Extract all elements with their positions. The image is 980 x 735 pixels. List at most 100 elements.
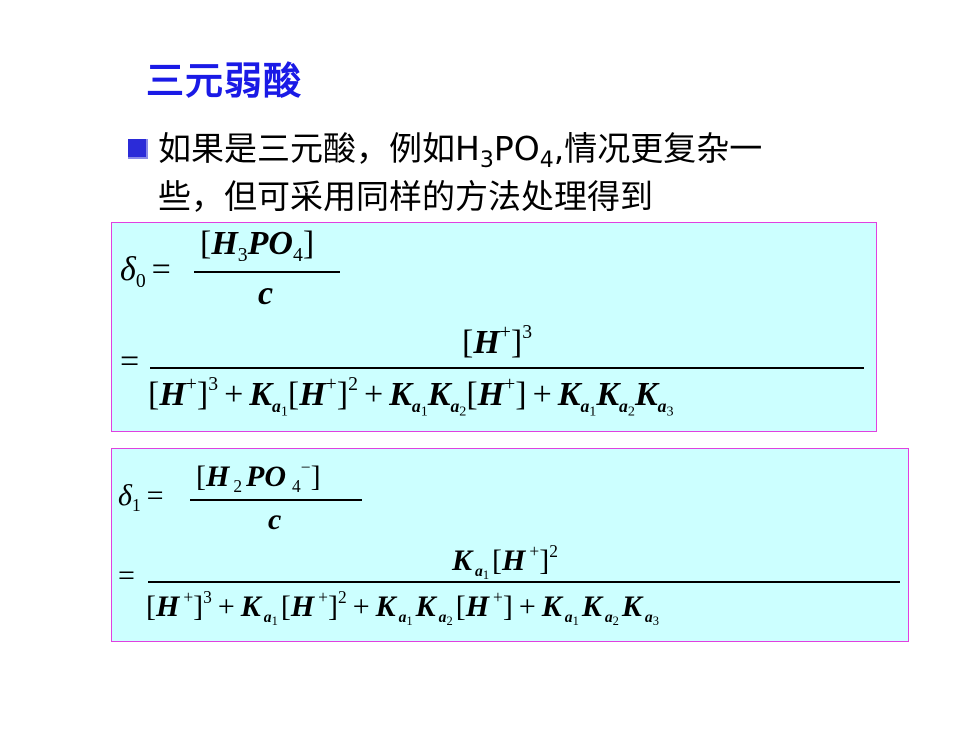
eq2-d-t1-exp: 3 xyxy=(203,587,212,607)
eq1-d-t2-a-sub: 1 xyxy=(280,403,288,420)
eq2-d-t4-a2-sub: 2 xyxy=(612,614,619,629)
eq2-f2n-open: [ xyxy=(492,544,503,578)
eq2-f2n-plus: + xyxy=(529,541,540,561)
eq1-denominator: c xyxy=(258,275,273,313)
eq1-d-t3-plus: + xyxy=(504,373,516,395)
eq2-d-t2-H: H xyxy=(290,590,315,624)
eq1-f2n-exp: 3 xyxy=(522,321,533,343)
eq2-den-c: c xyxy=(268,503,282,536)
eq2-d-t4-a3: a xyxy=(644,609,653,627)
eq2-num-minus: − xyxy=(300,457,311,477)
eq1-d-op3: + xyxy=(532,375,552,413)
body-text-pre: 如果是三元酸，例如H xyxy=(158,129,480,168)
bullet-square-icon xyxy=(128,139,148,159)
eq1-num-PO: PO xyxy=(247,225,293,262)
body-text-line-2: 些，但可采用同样的方法处理得到 xyxy=(158,177,653,216)
eq2-d-t2-plus: + xyxy=(318,587,328,607)
eq2-delta: δ xyxy=(118,479,132,512)
eq1-numerator: [H3PO4] xyxy=(200,225,314,267)
eq1-d-t2-a: a xyxy=(271,395,281,416)
eq2-d-op2: + xyxy=(352,590,370,624)
eq1-d-t2-H: H xyxy=(299,375,326,413)
eq2-equals: = xyxy=(146,479,164,512)
eq1-d-t4-a3-sub: 3 xyxy=(666,403,674,420)
slide-title: 三元弱酸 xyxy=(146,59,303,103)
eq2-d-t2-close: ] xyxy=(327,590,338,624)
eq1-d-t1-open: [ xyxy=(148,375,160,413)
eq2-d-t1-open: [ xyxy=(146,590,156,624)
eq1-d-t1-close: ] xyxy=(196,375,209,413)
eq2-denominator: c xyxy=(268,503,281,537)
eq2-d-t2-a-sub: 1 xyxy=(271,614,278,629)
body-text-line-1: 如果是三元酸，例如H3PO4,情况更复杂一 xyxy=(158,122,762,173)
eq1-d-t3-close: ] xyxy=(515,375,527,413)
eq2-d-t3-a1-sub: 1 xyxy=(406,614,413,629)
eq1-d-t3-a1-sub: 1 xyxy=(420,403,428,420)
eq1-d-t2-close: ] xyxy=(336,375,349,413)
eq1-d-t4-a2: a xyxy=(619,395,628,416)
eq2-f2n-H: H xyxy=(502,544,526,578)
eq2-fraction-bar-1 xyxy=(190,499,362,501)
eq1-d-t2-exp: 2 xyxy=(348,373,358,395)
eq1-delta: δ xyxy=(120,251,136,288)
eq2-fraction-bar-2 xyxy=(148,581,900,583)
eq2-d-t2-a: a xyxy=(263,609,272,627)
eq1-f2n-plus: + xyxy=(499,321,511,343)
eq1-d-t3-open: [ xyxy=(466,375,478,413)
eq1-d-t3-H: H xyxy=(477,375,505,413)
eq2-equals-2: = xyxy=(118,559,135,592)
eq2-d-t2-exp: 2 xyxy=(337,587,347,607)
eq2-d-t4-a2: a xyxy=(604,609,613,627)
eq2-d-t4-K3: K xyxy=(621,590,642,624)
eq1-d-t4-K1: K xyxy=(557,375,581,413)
eq2-d-op1: + xyxy=(217,590,235,624)
eq2-lhs: δ1= xyxy=(118,479,170,516)
eq1-num-H: H xyxy=(211,225,238,262)
eq1-num-open: [ xyxy=(200,225,212,262)
eq1-fraction-bar-1 xyxy=(194,271,340,273)
eq2-f2n-a-sub: 1 xyxy=(482,568,490,583)
eq1-d-t3-a1: a xyxy=(411,395,421,416)
eq2-num-open: [ xyxy=(196,460,206,494)
eq1-frac2-numerator: [H+]3 xyxy=(462,321,532,362)
eq2-d-t4-K2: K xyxy=(581,590,602,624)
body-sub-4: 4 xyxy=(539,148,554,173)
eq1-d-t4-a3: a xyxy=(657,395,667,416)
eq1-d-t2-K: K xyxy=(249,375,272,413)
eq1-den-c: c xyxy=(258,275,274,312)
eq1-d-t1-H: H xyxy=(159,375,186,413)
eq2-num-sub4: 4 xyxy=(292,476,301,497)
eq1-equals: = xyxy=(151,251,171,288)
eq1-delta-sub: 0 xyxy=(135,269,146,292)
eq1-d-t4-K3: K xyxy=(634,375,658,413)
eq1-lhs: δ0= xyxy=(120,251,177,293)
eq2-d-t2-open: [ xyxy=(280,590,291,624)
eq1-num-sub4: 4 xyxy=(292,243,303,266)
eq1-fraction-bar-2 xyxy=(150,367,864,369)
eq2-delta-sub: 1 xyxy=(131,495,141,516)
eq1-d-t2-open: [ xyxy=(287,375,300,413)
eq1-d-t3-a2: a xyxy=(450,395,460,416)
eq2-d-t1-close: ] xyxy=(193,590,204,624)
eq1-d-op1: + xyxy=(224,375,244,413)
eq1-num-close: ] xyxy=(302,225,315,262)
eq1-d-t3-K2: K xyxy=(427,375,451,413)
eq1-d-t1-plus: + xyxy=(185,373,197,395)
eq1-f2n-open: [ xyxy=(462,323,474,361)
formula-box-delta0: δ0= [H3PO4] c = [H+]3 [H+]3+Ka1[H+]2+Ka1… xyxy=(111,222,877,432)
eq1-f2n-H: H xyxy=(473,323,500,361)
eq1-d-t2-plus: + xyxy=(325,373,337,395)
eq2-d-t2-K: K xyxy=(240,590,261,624)
eq2-num-sub2: 2 xyxy=(233,476,243,497)
eq1-d-op2: + xyxy=(363,375,384,413)
eq1-frac2-denominator: [H+]3+Ka1[H+]2+Ka1Ka2[H+]+Ka1Ka2Ka3 xyxy=(148,373,674,420)
eq1-d-t4-K2: K xyxy=(596,375,620,413)
eq2-d-t3-a2: a xyxy=(438,609,447,627)
eq1-d-t3-K1: K xyxy=(389,375,412,413)
eq1-d-t3-a2-sub: 2 xyxy=(459,403,467,420)
body-text-post: ,情况更复杂一 xyxy=(553,129,763,168)
eq2-num-close: ] xyxy=(310,460,321,494)
